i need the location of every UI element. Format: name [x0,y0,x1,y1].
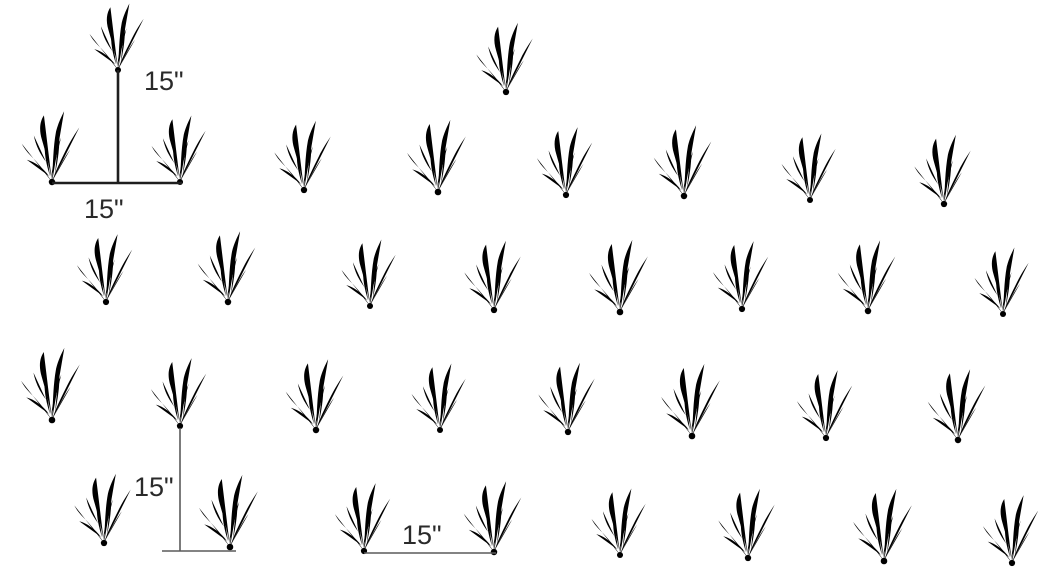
top-horizontal-spacing-label: 15" [84,194,124,224]
plant-icon [654,125,712,199]
plant-icon [464,481,522,555]
plant-icon [476,23,532,95]
top-vertical-spacing-label: 15" [144,66,184,96]
plant-icon [21,348,80,423]
plant-icon [782,134,836,204]
plant-icon [274,121,330,193]
plant-icon [77,234,132,305]
plant-icon [90,3,144,73]
plant-icon [151,358,206,429]
plant-icon [412,364,466,434]
plant-icon [718,489,774,561]
plant-icon [983,495,1038,566]
plant-row-4 [74,474,1038,566]
plant-icon [975,248,1029,318]
plant-icon [853,489,912,564]
plant-icon [713,241,768,312]
bottom-vertical-spacing-label: 15" [134,472,174,502]
plant-icon [198,231,256,305]
bottom-spacing-dimension: 15" 15" [134,428,496,553]
plant-row-3 [21,348,985,443]
plant-icon [22,111,80,185]
plant-icon [464,241,520,313]
plant-icon [797,370,852,441]
plant-icon [342,240,396,310]
top-spacing-dimension: 15" 15" [52,66,184,224]
plant-icon [592,489,646,559]
plant-icon [589,240,648,315]
plant-icon [199,475,258,550]
plant-icon [74,474,130,546]
bottom-horizontal-spacing-label: 15" [402,520,442,550]
plant-icon [407,120,466,195]
plant-icon [914,135,970,207]
plant-icon [661,364,720,439]
plant-icon [928,369,986,443]
plant-icon [538,363,594,435]
plant-icon [537,127,592,198]
plant-icon [335,483,390,554]
plant-icon [286,359,344,433]
plant-icon [838,240,896,314]
plant-row-2 [77,231,1029,317]
plant-icon [152,116,206,186]
plant-row-1 [22,111,971,207]
